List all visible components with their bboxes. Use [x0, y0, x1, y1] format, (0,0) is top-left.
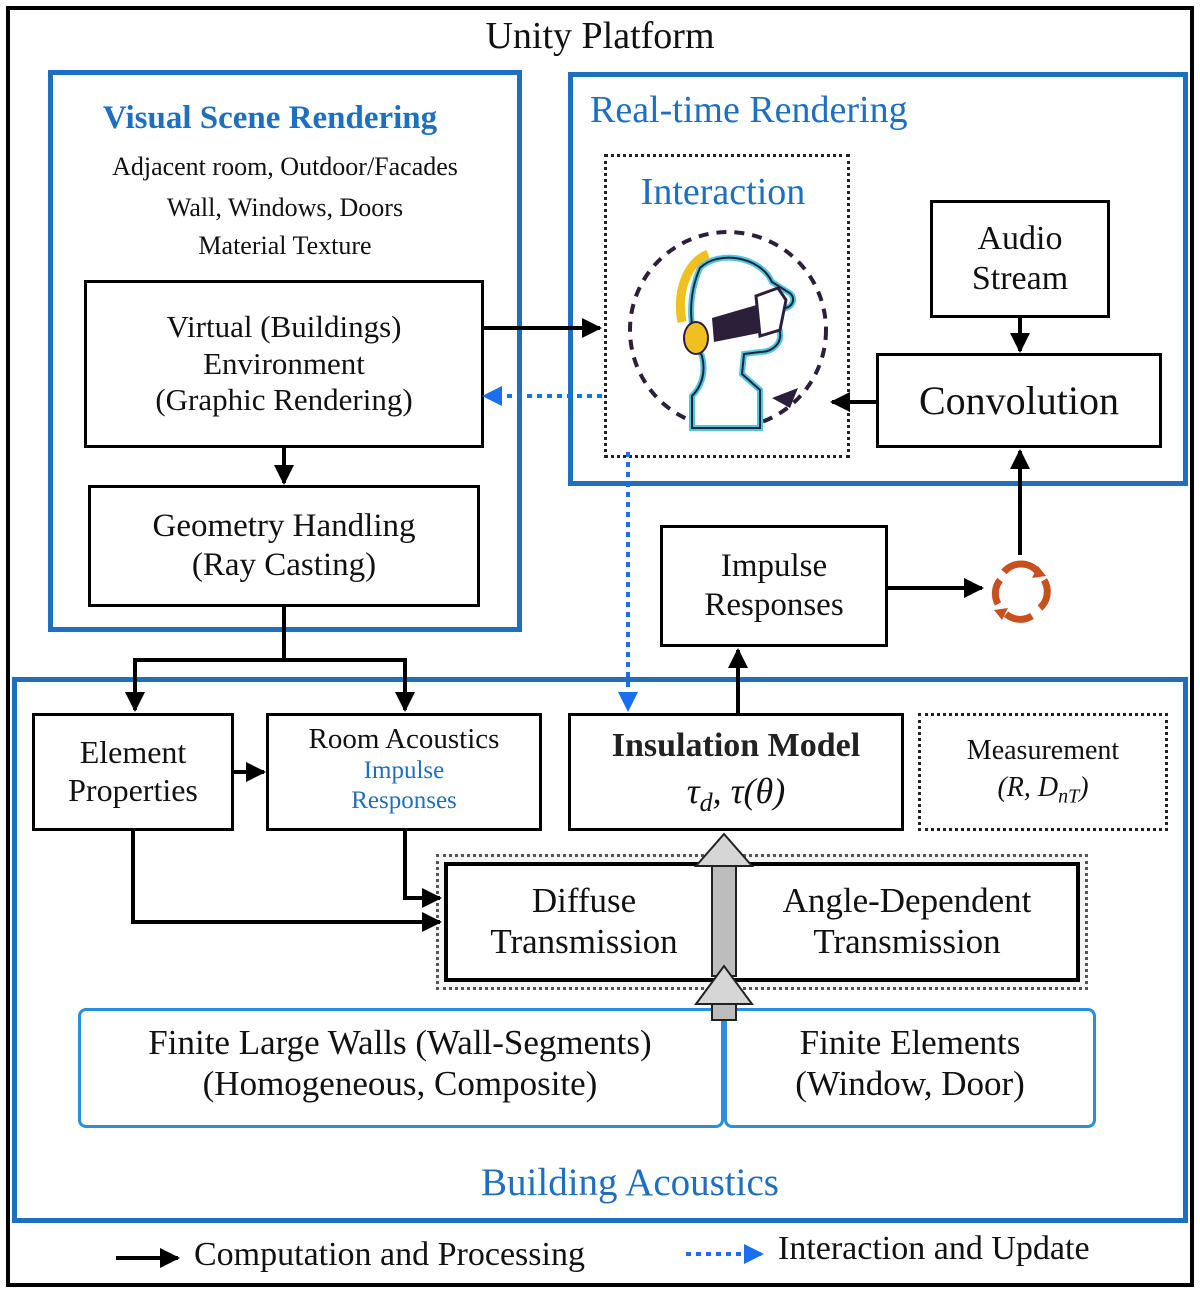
realtime-rendering-panel: [568, 72, 1188, 486]
finite-walls-line-2: (Homogeneous, Composite): [202, 1064, 598, 1104]
convolution-label: Convolution: [918, 377, 1120, 423]
room-acoustics-sub-1: Impulse: [363, 757, 445, 785]
formula-rest: , τ(θ): [712, 770, 786, 811]
convolution-box: Convolution: [876, 353, 1162, 448]
angle-dependent-transmission: Angle-Dependent Transmission: [752, 880, 1062, 963]
connector-room-to-transmission: [403, 831, 442, 908]
measurement-formula-close: ): [1079, 772, 1089, 804]
visual-scene-title: Visual Scene Rendering: [102, 100, 438, 136]
virtual-environment-box: Virtual (Buildings) Environment (Graphic…: [84, 280, 484, 448]
connector-element-to-transmission: [131, 831, 442, 932]
virtual-env-line-1: Virtual (Buildings): [166, 309, 402, 345]
measurement-box: Measurement (R, DnT): [918, 713, 1168, 831]
finite-large-walls-text: Finite Large Walls (Wall-Segments) (Homo…: [80, 1022, 720, 1105]
audio-stream-box: Audio Stream: [930, 200, 1110, 318]
formula-tau: τ: [686, 770, 700, 811]
connector-geometry-split: [125, 607, 286, 712]
diffuse-line-2: Transmission: [490, 922, 678, 962]
interaction-title: Interaction: [640, 171, 806, 213]
finite-elements-text: Finite Elements (Window, Door): [728, 1022, 1092, 1105]
measurement-formula: (R, DnT): [997, 771, 1088, 809]
room-acoustics-sub-2: Responses: [351, 786, 457, 814]
element-props-line-1: Element: [79, 734, 187, 771]
virtual-env-line-2: Environment: [203, 345, 365, 381]
finite-walls-line-1: Finite Large Walls (Wall-Segments): [148, 1023, 652, 1062]
room-acoustics-title: Room Acoustics: [308, 723, 500, 755]
unity-platform-frame: [6, 6, 1194, 1287]
building-acoustics-title: Building Acoustics: [481, 1161, 779, 1204]
legend-dotted-label: Interaction and Update: [778, 1230, 1090, 1267]
geometry-line-1: Geometry Handling: [152, 508, 416, 545]
geometry-line-2: (Ray Casting): [191, 547, 377, 583]
impulse-line-1: Impulse: [720, 548, 828, 585]
finite-elements-line-2: (Window, Door): [795, 1064, 1025, 1104]
measurement-formula-sub: nT: [1058, 786, 1080, 809]
refresh-cycle-icon: [991, 560, 1051, 623]
angle-line-2: Transmission: [813, 922, 1001, 962]
diffuse-transmission: Diffuse Transmission: [448, 880, 720, 963]
legend-solid-label: Computation and Processing: [194, 1236, 585, 1273]
room-acoustics-box: Room Acoustics Impulse Responses: [266, 713, 542, 831]
impulse-line-2: Responses: [704, 587, 844, 623]
visual-scene-desc-3: Material Texture: [198, 231, 372, 260]
measurement-formula-open: (R, D: [997, 772, 1059, 804]
insulation-model-formula: τd, τ(θ): [687, 770, 785, 819]
platform-title: Unity Platform: [485, 15, 715, 57]
insulation-model-box: Insulation Model τd, τ(θ): [568, 713, 904, 831]
visual-scene-desc-2: Wall, Windows, Doors: [166, 193, 404, 222]
audio-stream-line-2: Stream: [971, 260, 1069, 297]
virtual-env-line-3: (Graphic Rendering): [155, 382, 413, 418]
hollow-arrow-lower: [694, 964, 754, 1021]
transmission-inner-frame: [444, 862, 1080, 982]
building-acoustics-panel: [12, 677, 1188, 1223]
interaction-box: [604, 154, 850, 458]
audio-stream-line-1: Audio: [977, 219, 1063, 257]
element-properties-box: Element Properties: [32, 713, 234, 831]
formula-sub-d: d: [699, 787, 713, 817]
insulation-model-title: Insulation Model: [611, 726, 861, 764]
measurement-title: Measurement: [966, 735, 1120, 767]
connector-geometry-room: [284, 658, 415, 712]
finite-large-walls-box: [78, 1008, 724, 1128]
hollow-arrow-upper: [693, 832, 755, 977]
finite-elements-box: [724, 1008, 1096, 1128]
finite-elements-line-1: Finite Elements: [799, 1023, 1021, 1062]
visual-scene-desc-1: Adjacent room, Outdoor/Facades: [112, 152, 458, 181]
impulse-responses-box: Impulse Responses: [660, 525, 888, 647]
vr-headset-user-icon: [628, 230, 828, 431]
diffuse-line-1: Diffuse: [531, 881, 637, 920]
geometry-handling-box: Geometry Handling (Ray Casting): [88, 485, 480, 607]
angle-line-1: Angle-Dependent: [782, 881, 1032, 920]
realtime-rendering-title: Real-time Rendering: [590, 89, 908, 131]
element-props-line-2: Properties: [68, 772, 198, 808]
